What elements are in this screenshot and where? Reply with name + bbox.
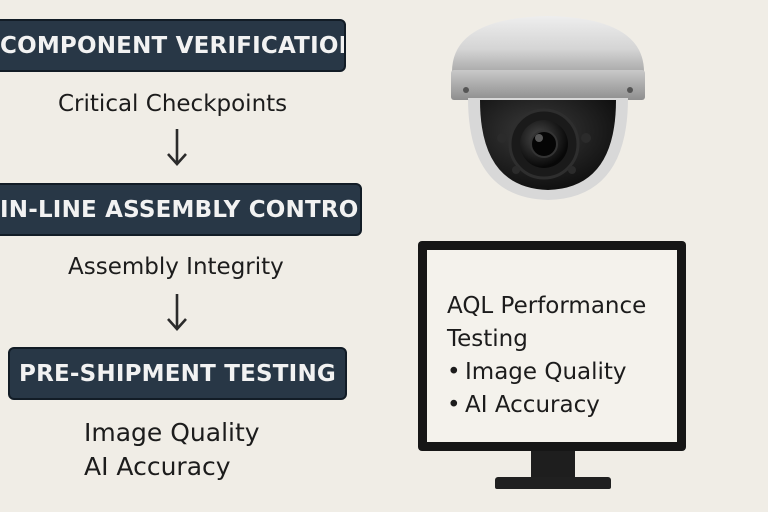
stage-label: COMPONENT VERIFICATION — [0, 32, 346, 59]
bullet-icon: • — [447, 359, 461, 385]
down-arrow-icon — [167, 294, 187, 331]
dome-security-camera-icon — [451, 16, 645, 200]
bullet-icon: • — [447, 392, 461, 418]
caption-assembly-integrity: Assembly Integrity — [68, 254, 284, 280]
monitor-screen: AQL Performance Testing •Image Quality •… — [427, 250, 677, 442]
monitor-title-line-2: Testing — [447, 326, 528, 352]
pre-shipment-details: Image Quality AI Accuracy — [84, 416, 260, 484]
bullet-text: Image Quality — [465, 359, 627, 385]
bullet-text: AI Accuracy — [465, 392, 600, 418]
monitor-frame: AQL Performance Testing •Image Quality •… — [418, 241, 686, 451]
detail-ai-accuracy: AI Accuracy — [84, 452, 231, 481]
stage-label: IN-LINE ASSEMBLY CONTROL — [0, 196, 362, 223]
monitor-bullet-image-quality: •Image Quality — [447, 356, 677, 389]
monitor-bullet-ai-accuracy: •AI Accuracy — [447, 389, 677, 422]
stage-pre-shipment-testing: PRE-SHIPMENT TESTING — [8, 347, 347, 400]
caption-critical-checkpoints: Critical Checkpoints — [58, 91, 288, 117]
detail-image-quality: Image Quality — [84, 418, 260, 447]
stage-component-verification: COMPONENT VERIFICATION — [0, 19, 346, 72]
monitor-stand-neck — [531, 451, 575, 477]
stage-in-line-assembly-control: IN-LINE ASSEMBLY CONTROL — [0, 183, 362, 236]
monitor-stand-base — [495, 477, 611, 489]
down-arrow-icon — [167, 129, 187, 166]
monitor-title-line-1: AQL Performance — [447, 293, 647, 319]
computer-monitor-icon: AQL Performance Testing •Image Quality •… — [418, 241, 688, 493]
stage-label: PRE-SHIPMENT TESTING — [19, 360, 336, 387]
